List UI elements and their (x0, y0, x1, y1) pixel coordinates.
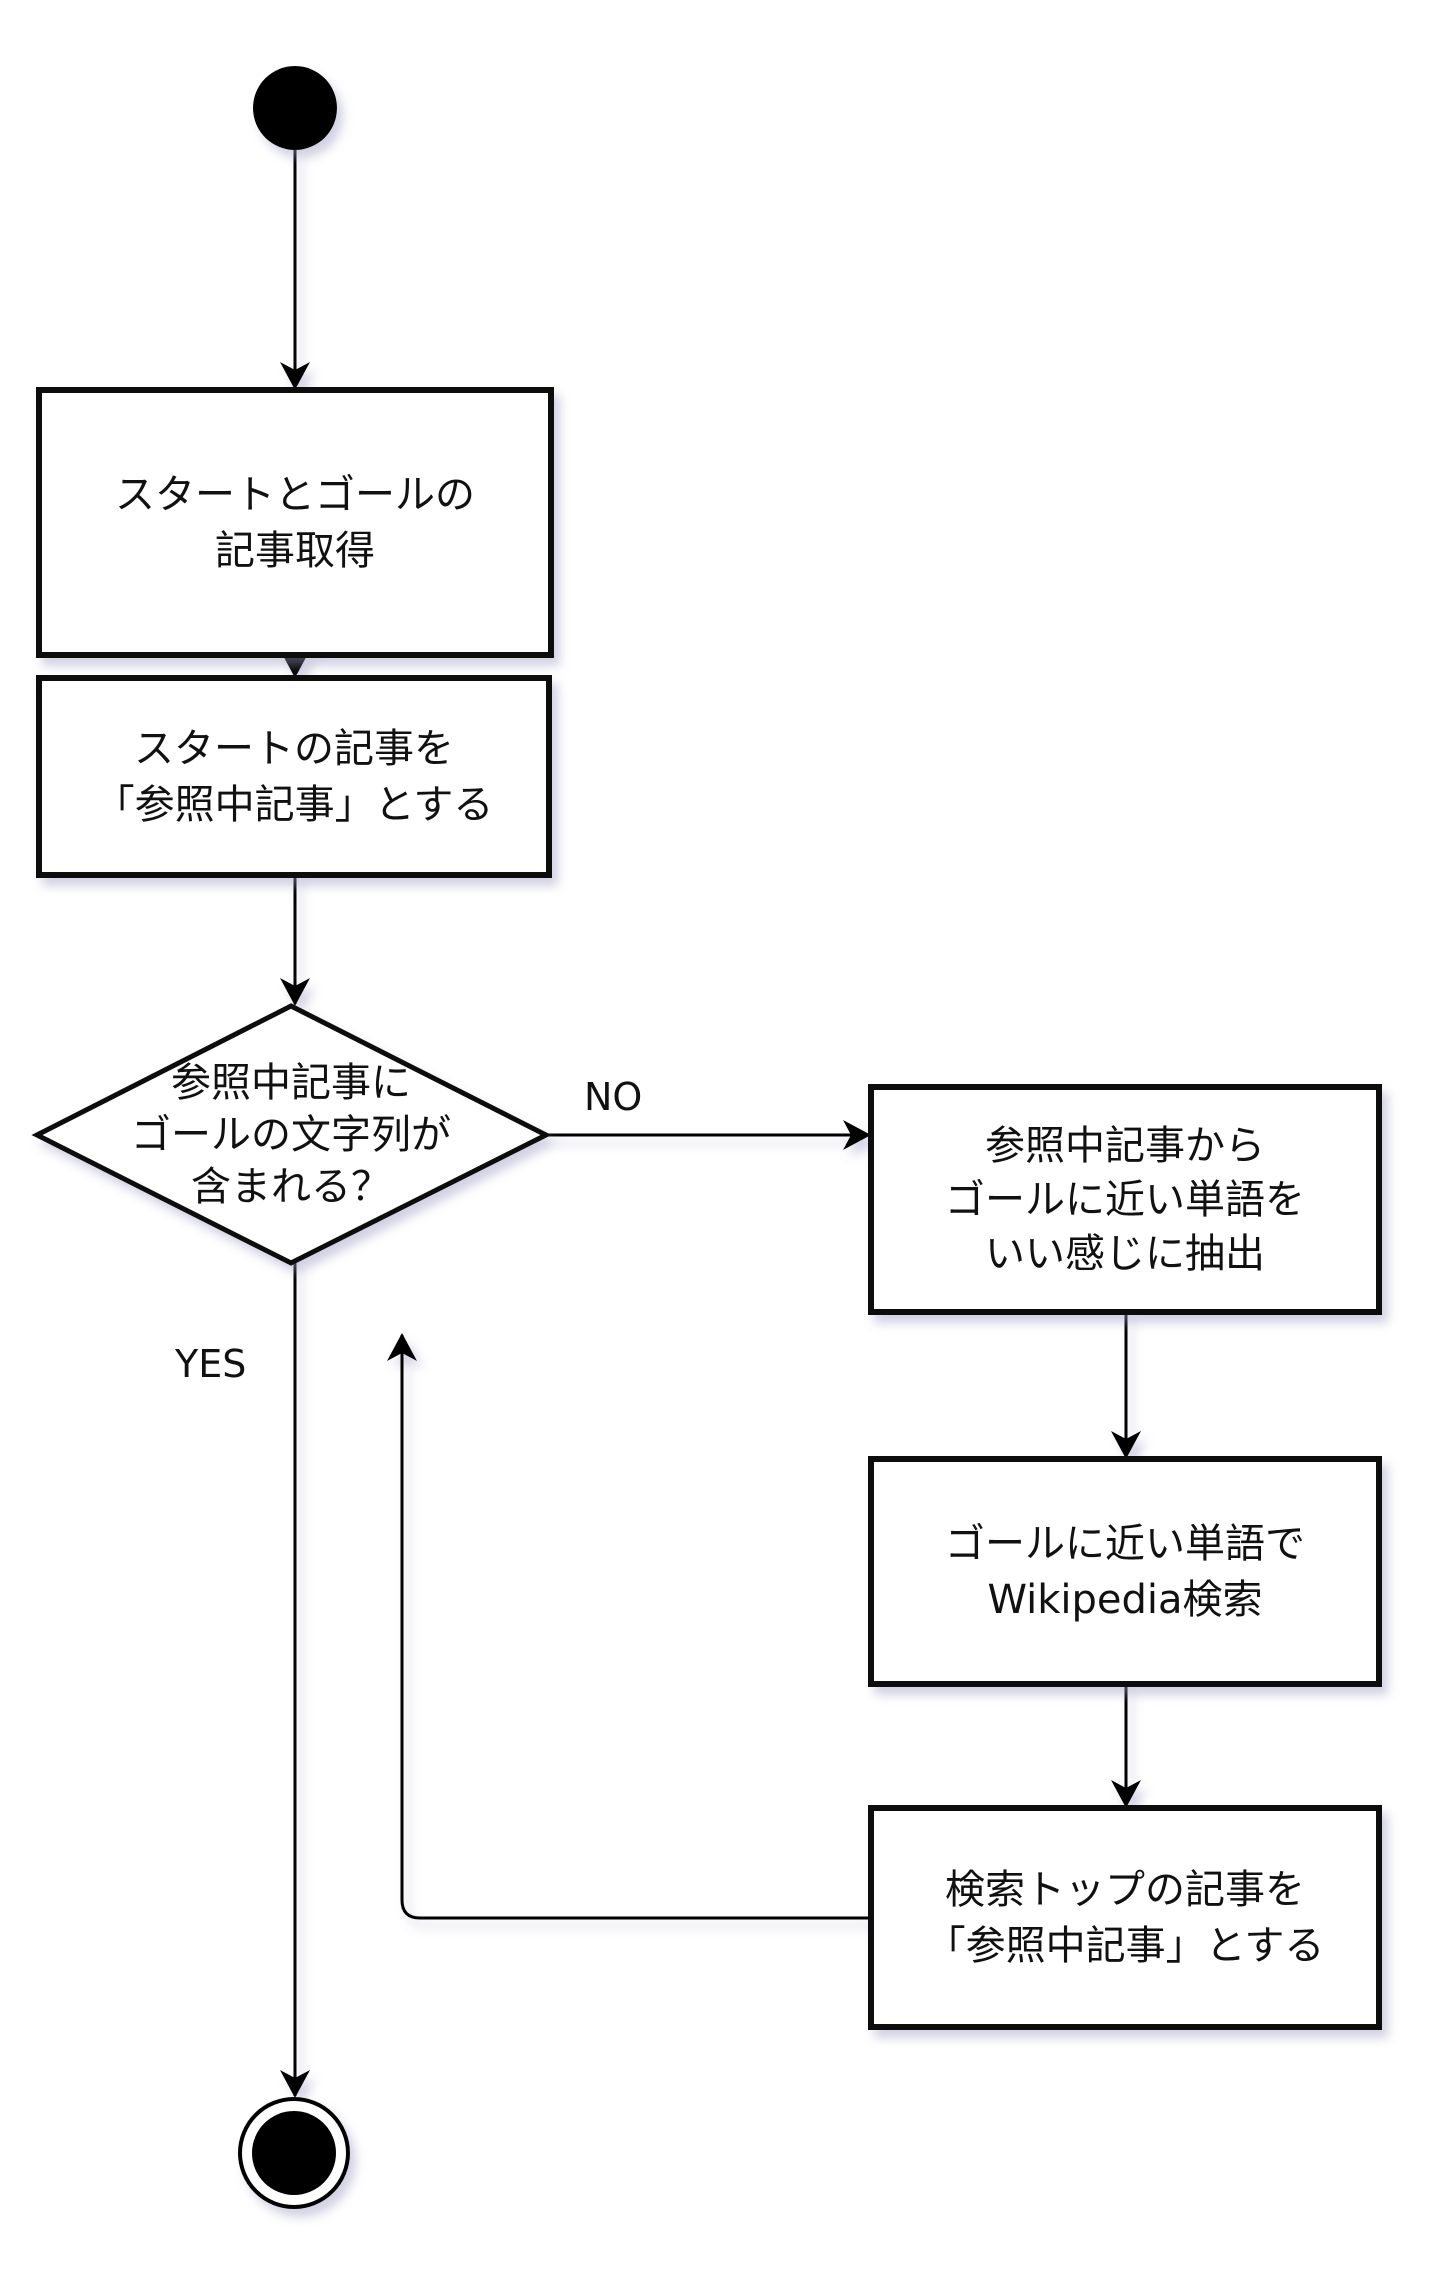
action-extract-word-label: 参照中記事から ゴールに近い単語を いい感じに抽出 (945, 1122, 1305, 1277)
action-get-articles-label: スタートとゴールの 記事取得 (115, 471, 475, 574)
edge-label-no: NO (584, 1075, 643, 1119)
action-set-top-label: 検索トップの記事を 「参照中記事」とする (925, 1866, 1325, 1969)
edge-set-top-loop-back (387, 1333, 871, 1920)
decision-contains-goal[interactable] (31, 1003, 552, 1266)
edge-label-yes: YES (175, 1342, 247, 1386)
action-extract-word[interactable] (868, 1084, 1382, 1315)
decision-contains-goal-label: 参照中記事に ゴールの文字列が 含まれる？ (131, 1060, 451, 1210)
action-search-wiki[interactable] (868, 1456, 1382, 1687)
action-set-top[interactable] (868, 1805, 1382, 2030)
action-set-current[interactable] (36, 675, 552, 878)
action-get-articles[interactable] (36, 387, 554, 658)
end-node[interactable] (252, 2111, 336, 2195)
action-search-wiki-label: ゴールに近い単語で Wikipedia検索 (945, 1520, 1305, 1623)
action-set-current-label: スタートの記事を 「参照中記事」とする (94, 725, 494, 828)
start-node[interactable] (253, 66, 337, 150)
